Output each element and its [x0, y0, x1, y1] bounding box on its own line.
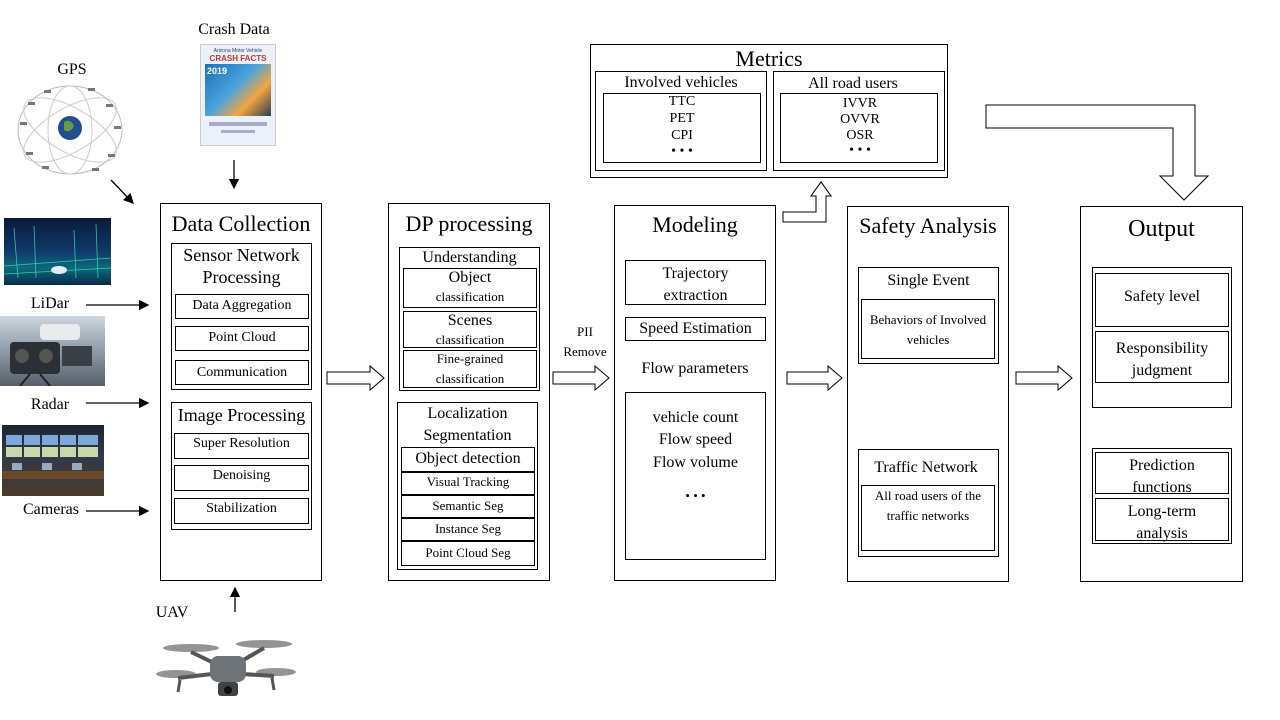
- flow-parameters-list: [625, 392, 766, 560]
- gps-label: GPS: [57, 61, 87, 78]
- safety-analysis-title: Safety Analysis: [859, 213, 997, 238]
- radar-image: [0, 316, 105, 386]
- instance-seg-item: Instance Seg: [401, 518, 535, 541]
- pet-metric: PET: [669, 111, 695, 126]
- flow-ellipsis: • • •: [685, 488, 706, 503]
- cameras-label: Cameras: [23, 501, 79, 518]
- block-arrow-metrics-to-output: [985, 104, 1210, 201]
- flow-parameters-label: Flow parameters: [641, 360, 749, 377]
- scenes-classification-line2: classification: [435, 331, 505, 347]
- osr-metric: OSR: [846, 128, 874, 143]
- communication-item: Communication: [175, 360, 309, 385]
- understanding-title: Understanding: [422, 249, 517, 266]
- fine-grained-classification-item: Fine-grained classification: [403, 350, 537, 388]
- uav-label: UAV: [155, 604, 189, 621]
- cameras-control-room-image: [2, 425, 104, 496]
- gps-arrow: [110, 179, 134, 204]
- pii-remove-label: PII Remove: [556, 322, 614, 362]
- involved-vehicles-title: Involved vehicles: [624, 74, 738, 91]
- uav-drone-icon: [156, 640, 296, 696]
- fine-grained-line1: Fine-grained: [436, 351, 504, 366]
- single-event-description: Behaviors of Involved vehicles: [861, 299, 995, 359]
- crash-facts-report-cover: Arizona Motor Vehicle CRASH FACTS 2019: [200, 44, 276, 146]
- output-title: Output: [1128, 216, 1195, 242]
- speed-estimation-item: Speed Estimation: [625, 317, 766, 341]
- dp-processing-title: DP processing: [405, 211, 533, 236]
- scenes-classification-line1: Scenes: [447, 312, 493, 329]
- fine-grained-line2: classification: [435, 370, 505, 386]
- denoising-item: Denoising: [174, 465, 309, 491]
- all-road-users-list: [780, 93, 938, 163]
- safety-level-item: Safety level: [1095, 273, 1229, 327]
- cpi-metric: CPI: [671, 128, 693, 143]
- lidar-label: LiDar: [30, 295, 70, 312]
- block-arrow-collection-to-dp: [326, 364, 385, 392]
- localization-title: Localization Segmentation: [423, 405, 512, 444]
- responsibility-judgment-item: Responsibility judgment: [1095, 331, 1229, 383]
- point-cloud-item: Point Cloud: [175, 326, 309, 351]
- modeling-title: Modeling: [652, 212, 738, 237]
- image-processing-title: Image Processing: [177, 405, 306, 425]
- scenes-classification-item: Scenes classification: [403, 311, 537, 348]
- data-collection-title: Data Collection: [171, 211, 311, 236]
- long-term-analysis-item: Long-term analysis: [1095, 498, 1229, 542]
- road-users-ellipsis: • • •: [849, 143, 871, 158]
- visual-tracking-item: Visual Tracking: [401, 472, 535, 495]
- object-classification-line2: classification: [435, 288, 505, 304]
- involved-ellipsis: • • •: [671, 144, 693, 159]
- crash-data-label: Crash Data: [198, 21, 270, 38]
- block-arrow-safety-to-output: [1015, 364, 1073, 392]
- block-arrow-dp-to-modeling: [552, 364, 610, 392]
- all-road-users-title: All road users: [808, 75, 898, 92]
- prediction-functions-item: Prediction functions: [1095, 452, 1229, 496]
- object-classification-line1: Object: [448, 269, 492, 286]
- trajectory-extraction-item: Trajectory extraction: [625, 260, 766, 305]
- data-aggregation-item: Data Aggregation: [175, 294, 309, 319]
- block-arrow-modeling-to-safety: [786, 364, 843, 392]
- metrics-title: Metrics: [735, 46, 803, 71]
- pii-line2: Remove: [563, 344, 607, 360]
- radar-label: Radar: [30, 396, 70, 413]
- ivvr-metric: IVVR: [842, 96, 878, 111]
- traffic-network-description: All road users of the traffic networks: [861, 485, 995, 551]
- crash-cover-subtitle: CRASH FACTS: [209, 54, 267, 63]
- ovvr-metric: OVVR: [840, 112, 880, 127]
- gps-satellite-icon: [17, 85, 123, 175]
- lidar-image: [4, 218, 111, 285]
- super-resolution-item: Super Resolution: [174, 433, 309, 459]
- single-event-title: Single Event: [887, 272, 970, 289]
- ttc-metric: TTC: [668, 94, 696, 109]
- point-cloud-seg-item: Point Cloud Seg: [401, 541, 535, 566]
- object-detection-item: Object detection: [401, 447, 535, 472]
- vehicle-count-item: vehicle count: [652, 409, 739, 426]
- semantic-seg-item: Semantic Seg: [401, 495, 535, 518]
- traffic-network-title: Traffic Network: [874, 459, 978, 476]
- crash-cover-year: 2019: [207, 66, 228, 76]
- object-classification-item: Object classification: [403, 268, 537, 308]
- sensor-network-title: Sensor Network Processing: [183, 245, 300, 287]
- stabilization-item: Stabilization: [174, 498, 309, 524]
- involved-vehicles-list: [603, 93, 761, 163]
- pii-line1: PII: [577, 324, 593, 339]
- flow-speed-item: Flow speed: [658, 431, 733, 448]
- crash-cover-title: Arizona Motor Vehicle: [213, 48, 263, 54]
- flow-volume-item: Flow volume: [653, 454, 738, 471]
